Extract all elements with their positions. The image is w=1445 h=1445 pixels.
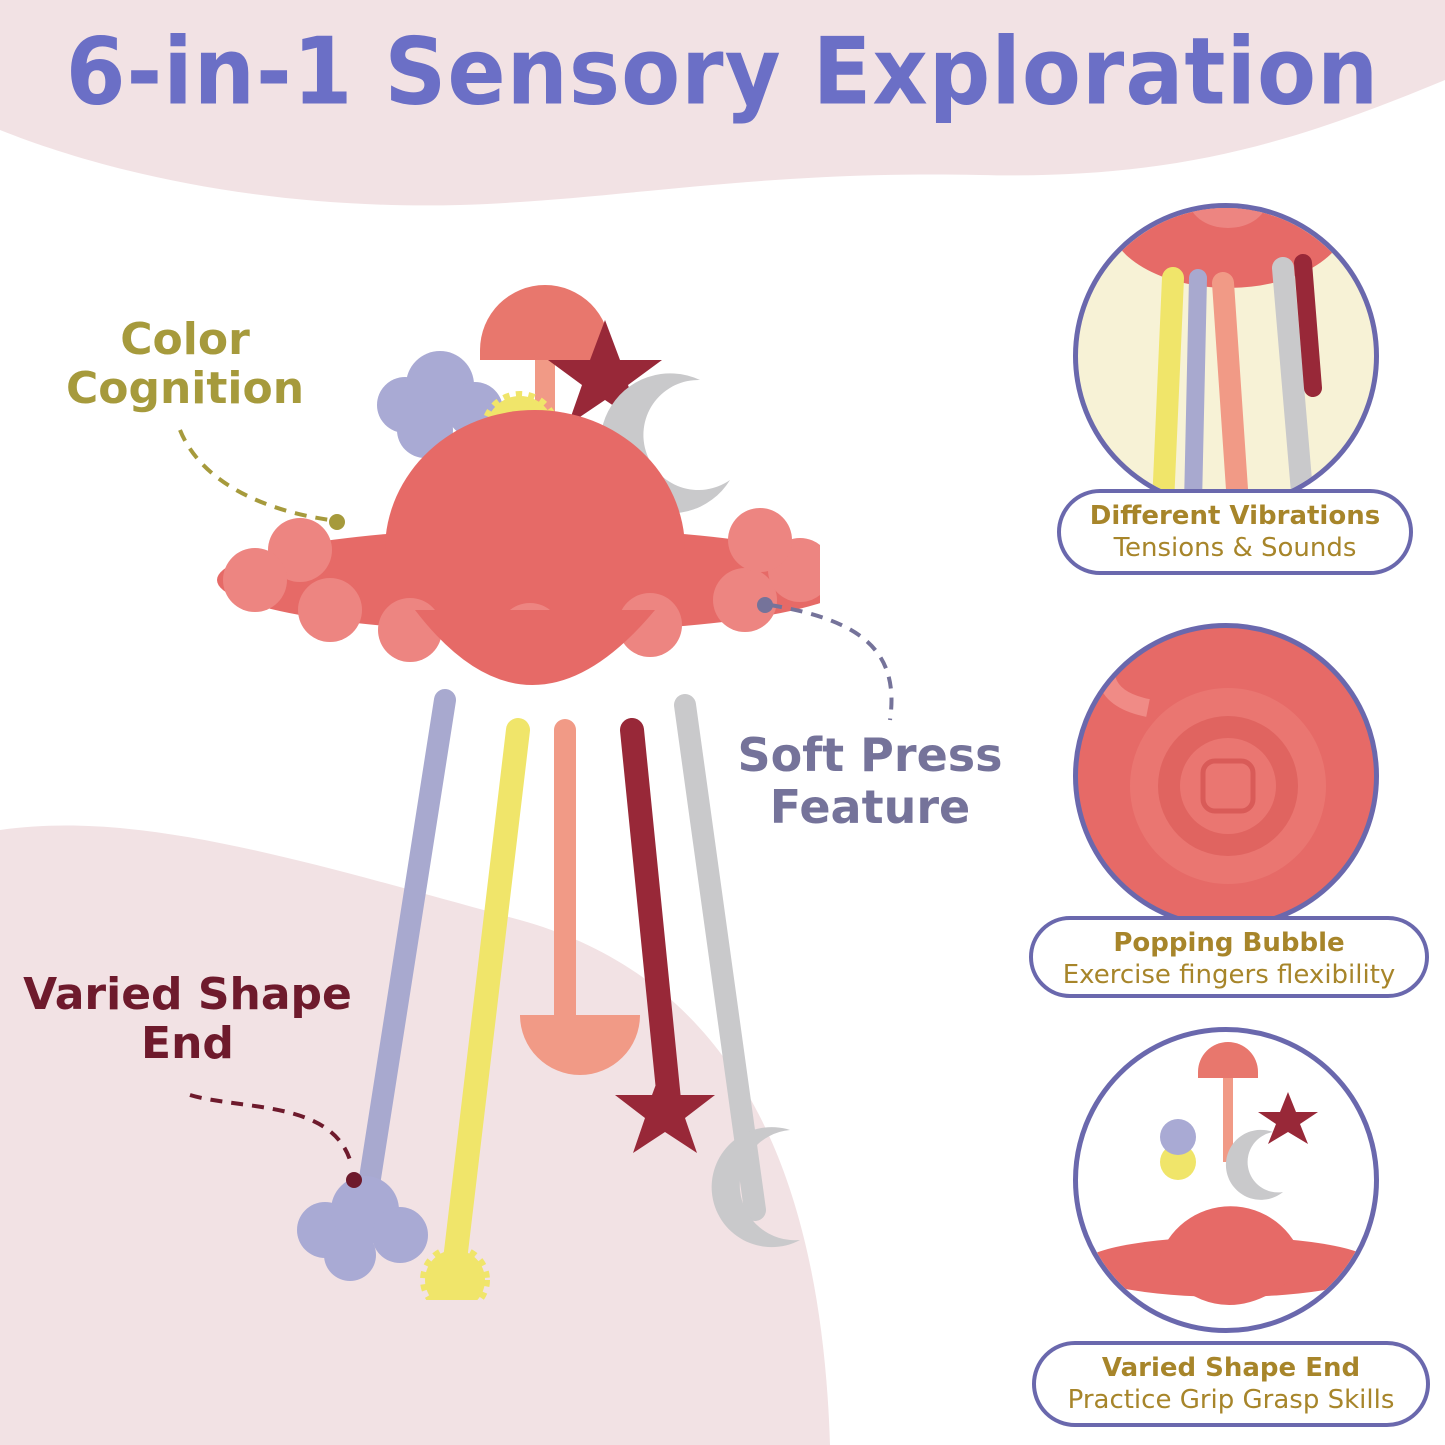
feature-label-vibrations: Different Vibrations Tensions & Sounds: [1057, 489, 1413, 575]
sensory-toy-image: [217, 285, 820, 1300]
feature-label-shape-end: Varied Shape End Practice Grip Grasp Ski…: [1032, 1341, 1430, 1427]
callout-soft-press: Soft Press Feature: [737, 728, 1003, 834]
page-title: 6-in-1 Sensory Exploration: [65, 17, 1380, 126]
feature-label-popping-bubble: Popping Bubble Exercise fingers flexibil…: [1029, 916, 1429, 998]
feature-image-vibrations: [1073, 203, 1379, 509]
feature-image-shape-end: [1073, 1027, 1379, 1333]
feature-image-popping-bubble: [1073, 623, 1379, 929]
callout-color-cognition: Color Cognition: [65, 314, 305, 415]
callout-varied-shape: Varied Shape End: [23, 969, 352, 1070]
